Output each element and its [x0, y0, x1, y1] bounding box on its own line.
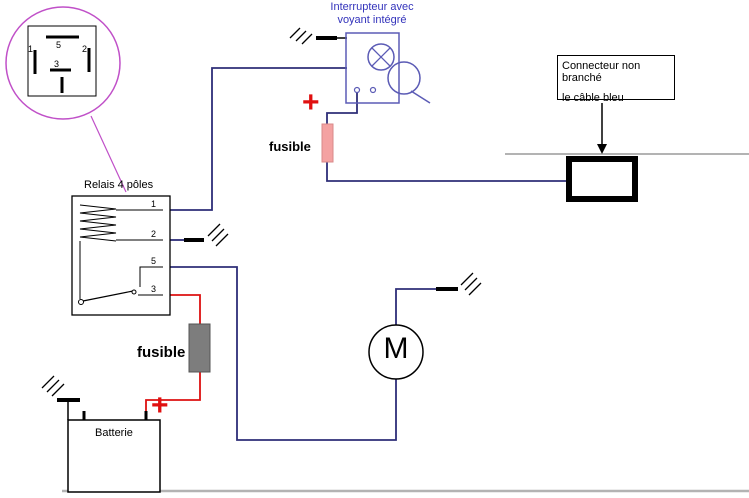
relay-contact-arm — [82, 290, 134, 302]
relay-pin-5: 5 — [151, 256, 157, 266]
wire-fuse-to-connector — [326, 162, 568, 182]
relay-contact-tip — [131, 289, 137, 295]
arrow-head-icon — [597, 144, 607, 154]
relay-label: Relais 4 pôles — [84, 179, 154, 191]
fuse-bottom-label: fusible — [137, 344, 186, 361]
wire-switch-to-fuse — [326, 92, 358, 124]
ground-icon — [289, 27, 347, 45]
ground-icon — [41, 375, 80, 420]
callout-ellipse — [5, 6, 121, 120]
wire-motor-to-ground — [395, 288, 436, 325]
connector-note-box: Connecteur non branché le câble bleu — [557, 55, 675, 104]
wire-relay-pin3-to-fuse-red — [170, 294, 201, 325]
relay-pin-2: 2 — [151, 229, 157, 239]
relay-pin5-internal — [139, 266, 163, 287]
connector-note-line1: Connecteur non branché — [562, 60, 641, 84]
relay-pinout-pins — [33, 35, 91, 93]
inset-pin-2: 2 — [82, 44, 88, 54]
ground-icon — [184, 223, 229, 247]
connector-box — [566, 156, 638, 202]
battery-box — [67, 419, 161, 493]
inset-pin-1: 1 — [28, 44, 34, 54]
relay-coil — [79, 204, 117, 242]
relay-pin-3: 3 — [151, 284, 157, 294]
relay-pin-1: 1 — [151, 199, 157, 209]
fuse-top-body — [321, 123, 334, 163]
lamp-icon — [367, 43, 395, 71]
relay-contact-pivot — [78, 299, 84, 305]
plus-sign-top: + — [302, 86, 320, 119]
fuse-bottom-body — [188, 323, 211, 373]
switch-title-line1: Interrupteur avec — [330, 1, 414, 13]
motor-letter: M — [383, 332, 409, 365]
motor-circle — [368, 324, 424, 380]
relay-internal-wires — [116, 209, 163, 241]
callout-pointer-line — [90, 115, 127, 193]
battery-label: Batterie — [95, 427, 133, 439]
ground-icon — [436, 272, 482, 296]
plus-sign-bottom: + — [151, 389, 169, 422]
wire-relay-pin1-to-switch — [170, 67, 347, 211]
fuse-top-label: fusible — [269, 139, 311, 154]
connector-note-line2: le câble bleu — [562, 92, 624, 104]
wire-relay-pin5-to-motor — [170, 266, 397, 441]
switch-symbol — [345, 32, 431, 104]
wire-fuse-to-battery-red — [145, 370, 201, 418]
switch-title-line2: voyant intégré — [337, 14, 407, 26]
inset-pin-5: 5 — [56, 40, 62, 50]
inset-pin-3: 3 — [54, 59, 60, 69]
